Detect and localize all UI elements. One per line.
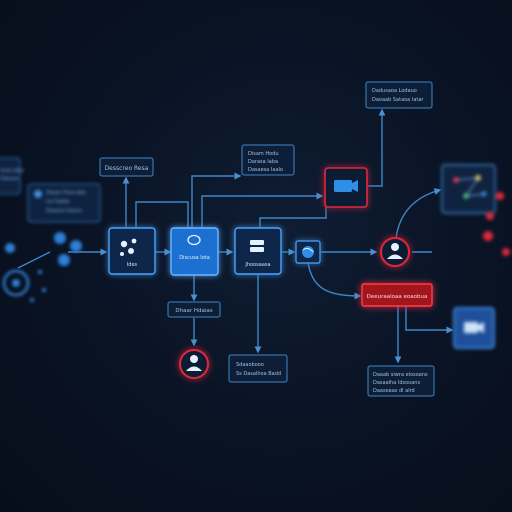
top-left-tag (99, 157, 154, 177)
left-card-main-label-2: Lio Faddo (46, 199, 70, 205)
top-left-tag-label: Desscreo Resa (105, 165, 149, 172)
dot-node (58, 254, 70, 266)
user-bottom-node (179, 349, 209, 379)
user-icon (387, 243, 403, 259)
top-center-box (241, 144, 295, 176)
chat-icon (34, 190, 42, 198)
below-input-tag-label: Dhaar Hdaias (175, 308, 212, 314)
top-center-box-label-1: Disam Hodu (248, 151, 279, 157)
connector-lines (17, 108, 454, 364)
user-icon (186, 355, 202, 371)
dot-node (54, 232, 66, 244)
left-card-main (27, 183, 101, 223)
red-dot (486, 212, 494, 220)
globe-icon (302, 246, 314, 258)
connector-line (259, 200, 327, 228)
left-card-top-label-1: Lhos Idoe (0, 168, 24, 174)
bottom-right-box-label-3: Daaseaas dl alrd (373, 388, 415, 394)
top-right-box (365, 81, 433, 109)
below-input-tag (167, 301, 221, 318)
process-node-label: Discusa Iota (179, 255, 210, 261)
bottom-center-box-label-1: Sdaaobooo (236, 362, 264, 368)
top-right-box-label-1: Dadusaoa Lodauo (372, 88, 417, 94)
top-right-box-label-2: Daoaab Sataoa Iatar (372, 97, 424, 103)
molecule-icon (120, 238, 137, 256)
dot-node (70, 240, 82, 252)
camera-icon (464, 322, 484, 333)
target-ring-icon (2, 269, 30, 297)
left-card-main-label-3: Dasane Dasuo (46, 208, 82, 214)
connector-line (191, 172, 242, 228)
data-node-label: Jhoosaasa (244, 262, 270, 268)
network-node (441, 164, 496, 214)
alert-box (361, 283, 433, 307)
network-icon (453, 175, 487, 199)
connector-line (307, 261, 362, 300)
right-blurred-group (441, 164, 510, 349)
red-dot (502, 248, 510, 256)
left-blurred-group: Lhos Idoe Dasoso Dasan Fosa bbe Lio Fadd… (0, 157, 101, 302)
alert-box-label: Deeuraaloaa eoaobua (367, 294, 428, 300)
monitor-icon (334, 180, 358, 192)
top-center-box-label-2: Darasa Iaba (248, 159, 278, 165)
dot-node (42, 288, 46, 292)
top-center-box-label-3: Dasaesa Iaalo (248, 167, 283, 173)
dot-node (30, 298, 34, 302)
bottom-center-box-label-2: Ss Dasalhoa Badd (236, 371, 281, 377)
connector-line (17, 251, 51, 269)
bottom-center-box (228, 354, 288, 383)
dot-node (5, 243, 15, 253)
left-card-top-label-2: Dasoso (0, 176, 18, 182)
connector-line (368, 108, 386, 187)
red-dot (483, 231, 493, 241)
server-icon (250, 240, 264, 252)
chat-icon (187, 234, 201, 246)
dot-node (38, 270, 42, 274)
process-node (170, 227, 219, 276)
connector-line (201, 192, 324, 228)
bottom-right-box-label-2: Dasaalha Idsooans (373, 380, 420, 386)
bottom-right-box-label-1: Daaab siwra elosoans (373, 372, 428, 378)
connector-line (135, 201, 189, 228)
user-top-node (380, 237, 410, 267)
left-card-main-label-1: Dasan Fosa bbe (46, 190, 86, 196)
input-node-label: Ides (127, 262, 138, 268)
red-dot (496, 192, 504, 200)
connector-line (405, 306, 454, 334)
left-card-top (0, 157, 21, 195)
connector-line (395, 188, 442, 239)
bottom-right-box (367, 365, 435, 397)
target-dot (12, 279, 20, 287)
